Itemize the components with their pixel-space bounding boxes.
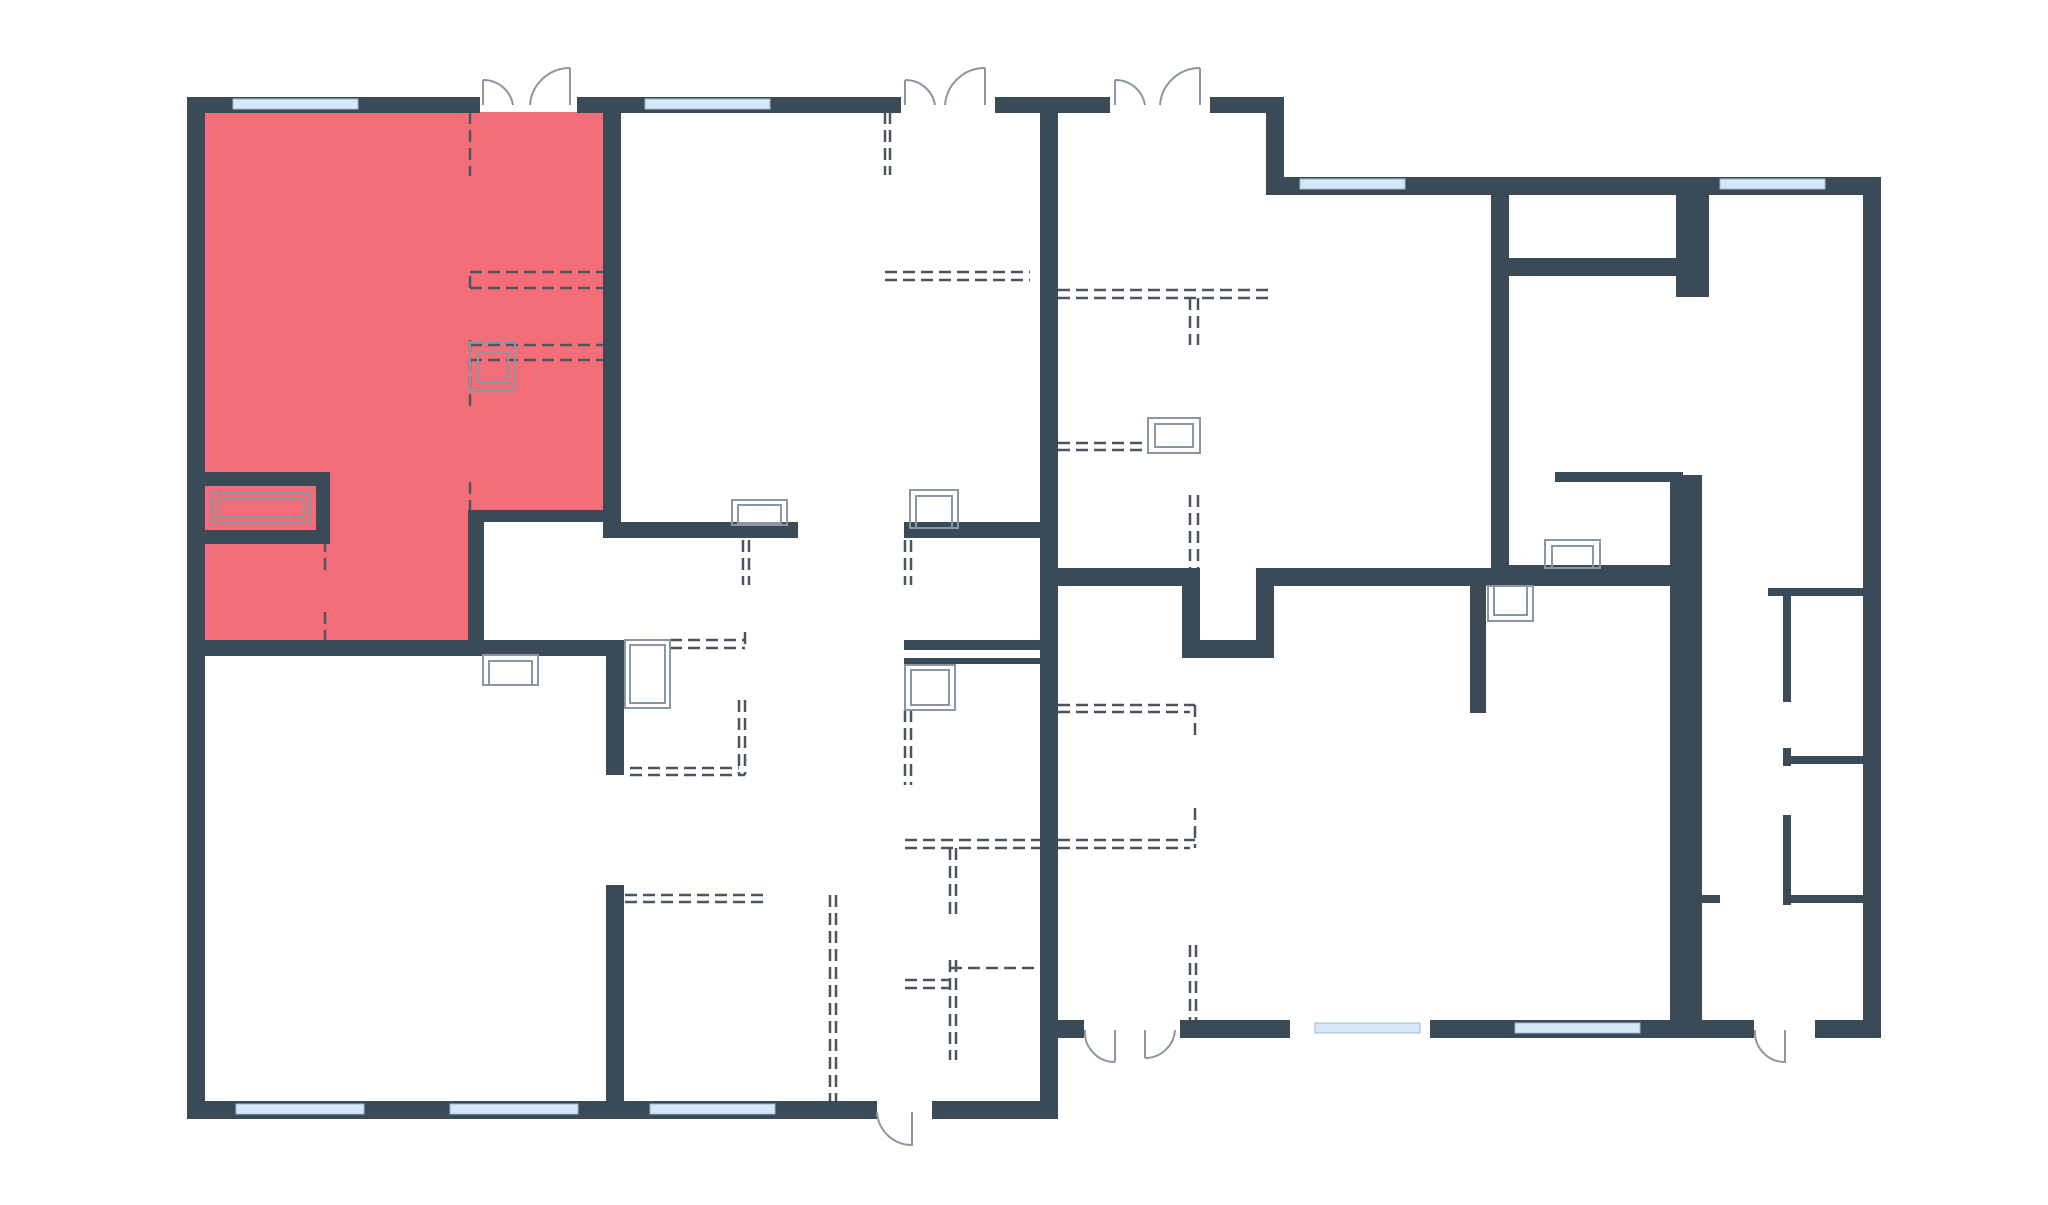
doors (482, 66, 1786, 1147)
windows (232, 98, 1826, 1115)
fixtures (211, 417, 1601, 711)
highlighted-unit[interactable] (205, 112, 603, 640)
partitions (625, 112, 1270, 1101)
highlighted-unit-partitions (323, 112, 603, 640)
